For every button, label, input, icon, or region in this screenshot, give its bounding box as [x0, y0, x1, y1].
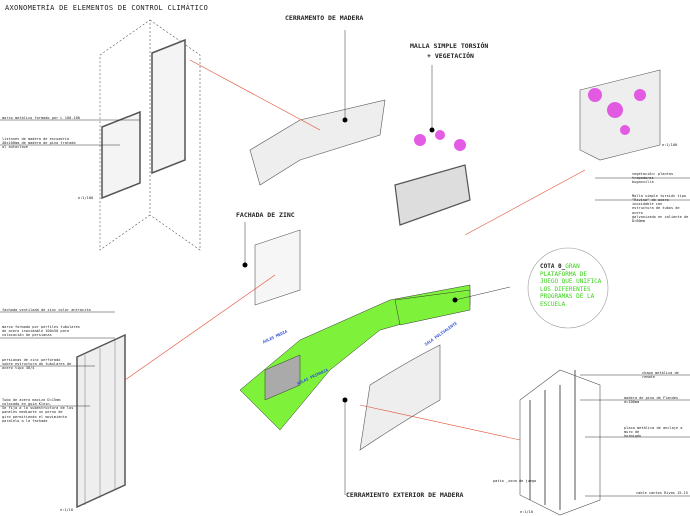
heading-cerramiento-exterior: CERRAMIENTO EXTERIOR DE MADERA: [346, 491, 464, 499]
note-persianas: persianas de zinc perforado sobre estruc…: [2, 358, 72, 371]
note-scale3: e:1/100: [662, 143, 678, 147]
note-fachada-ventilada: fachada ventilada de zinc color antracit…: [2, 308, 91, 312]
note-marco: marco metálico formado por L 100.100: [2, 116, 80, 120]
note-scale4: e:1/10: [520, 510, 533, 514]
note-listones: listones de madera de escuadría 40x100mm…: [2, 137, 76, 150]
exterior-wall: [359, 344, 441, 451]
wood-enclosure: [249, 99, 386, 186]
note-madera-pino: madera de pino de Flandes d=100mm: [624, 396, 679, 405]
heading-cerramiento-madera: CERRAMENTO DE MADERA: [285, 14, 364, 22]
note-cable: cable cantos Rivas 15.15: [636, 491, 688, 495]
cota-text: GRAN PLATAFORMA DE JUEGO QUE UNIFICA LOS…: [540, 263, 602, 308]
note-tubo: Tubo de acero macizo D=15mm colocado en …: [2, 398, 74, 423]
heading-fachada-zinc: FACHADA DE ZINC: [236, 211, 295, 219]
mesh-frame: [394, 164, 471, 226]
cota-circle: [527, 247, 609, 329]
cota-prefix: COTA 0_: [540, 263, 566, 270]
wood-panel-2: [151, 38, 186, 175]
markers: [242, 117, 458, 403]
zinc-facade-model: [254, 229, 301, 306]
note-malla: Malla simple torsión tipo "Rivisa" de ac…: [632, 194, 689, 223]
note-marco-perfiles: marco formado por perfiles tubulares de …: [2, 325, 80, 338]
heading-malla: MALLA SIMPLE TORSIÓN: [410, 42, 489, 50]
diagram-title: AXONOMETRÍA DE ELEMENTOS DE CONTROL CLIM…: [5, 4, 209, 12]
wood-fence-detail: [519, 369, 601, 516]
vegetation: [414, 88, 646, 151]
note-scale2: e:1/10: [60, 508, 73, 512]
leader-lines-red: [124, 59, 586, 441]
classroom-block: [264, 354, 301, 401]
wood-panel-1: [101, 110, 141, 200]
note-placa: placa metálica de anclaje a muro de horm…: [624, 426, 683, 439]
note-chapa: chapa metálica de remate: [642, 371, 679, 380]
note-patio: patio _zona de juego: [493, 479, 537, 483]
heading-vegetacion: + VEGETACIÓN: [427, 52, 474, 60]
note-vegetacion: vegetación: plantas trepadoras buganvill…: [632, 172, 674, 185]
note-scale1: e:1/100: [78, 196, 94, 200]
zinc-panel: [76, 333, 126, 509]
cota-label: COTA 0_GRAN PLATAFORMA DE JUEGO QUE UNIF…: [540, 263, 606, 308]
